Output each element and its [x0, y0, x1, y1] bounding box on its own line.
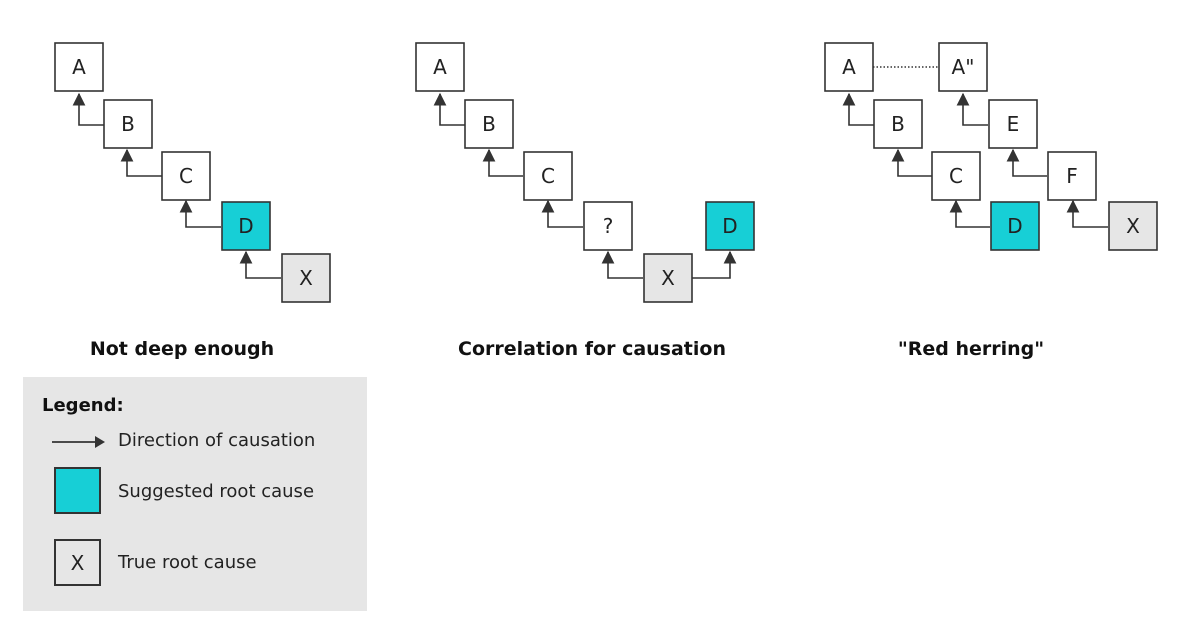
node-a: A: [415, 42, 465, 92]
node-box: [523, 151, 573, 201]
node-label: C: [949, 164, 963, 188]
node-box: [873, 99, 923, 149]
node-box: [705, 201, 755, 251]
legend-title: Legend:: [42, 395, 124, 416]
diagram-red-herring: A B C D A" E F X: [824, 42, 1158, 251]
node-d-suggested-root-cause: D: [990, 201, 1040, 251]
node-label: A": [952, 55, 975, 79]
node-b: B: [103, 99, 153, 149]
node-box: [988, 99, 1038, 149]
node-x-true-root-cause: X: [281, 253, 331, 303]
node-label: B: [121, 112, 135, 136]
node-box: [281, 253, 331, 303]
node-box: [161, 151, 211, 201]
arrow-b-to-a: [72, 92, 105, 126]
node-label: F: [1066, 164, 1078, 188]
arrow-x-to-d: [692, 250, 737, 279]
arrow-q-to-c: [541, 199, 583, 228]
arrow-x-to-d: [239, 250, 281, 279]
legend-swatch-true-root-cause: X: [54, 539, 101, 586]
node-x-true-root-cause: X: [643, 253, 693, 303]
node-c: C: [161, 151, 211, 201]
node-label: X: [661, 266, 675, 290]
node-box: [990, 201, 1040, 251]
node-label: B: [891, 112, 905, 136]
node-box: [1108, 201, 1158, 251]
node-a-double-prime: A": [938, 42, 988, 92]
legend-swatch-suggested-root-cause: [54, 467, 101, 514]
arrow-e-to-a-double-prime: [956, 92, 988, 126]
node-box: [54, 42, 104, 92]
arrow-c-to-b: [482, 148, 523, 177]
node-f: F: [1047, 151, 1097, 201]
arrow-d-to-c: [179, 199, 221, 228]
node-label: X: [1126, 214, 1140, 238]
legend-swatch-symbol: X: [70, 550, 85, 575]
arrow-c-to-b: [120, 148, 162, 177]
node-label: A: [842, 55, 856, 79]
node-c: C: [931, 151, 981, 201]
node-label: D: [238, 214, 253, 238]
arrow-b-to-a: [433, 92, 465, 126]
node-box: [643, 253, 693, 303]
node-d-suggested-root-cause: D: [221, 201, 271, 251]
node-d-suggested-root-cause: D: [705, 201, 755, 251]
node-b: B: [873, 99, 923, 149]
diagram-title-not-deep-enough: Not deep enough: [89, 338, 275, 360]
diagram-title-red-herring: "Red herring": [897, 338, 1045, 360]
node-label: A: [72, 55, 86, 79]
arrow-x-to-q: [601, 250, 643, 279]
node-box: [931, 151, 981, 201]
node-a: A: [54, 42, 104, 92]
node-label: D: [1007, 214, 1022, 238]
node-b: B: [464, 99, 514, 149]
legend-label-true: True root cause: [118, 552, 257, 573]
node-label: X: [299, 266, 313, 290]
node-box: [1047, 151, 1097, 201]
arrow-right-icon: [52, 436, 105, 448]
arrow-f-to-e: [1006, 148, 1047, 177]
legend-label-direction: Direction of causation: [118, 430, 316, 451]
node-x-true-root-cause: X: [1108, 201, 1158, 251]
node-box: [938, 42, 988, 92]
arrow-b-to-a: [842, 92, 874, 126]
node-label: ?: [603, 214, 614, 238]
node-unknown: ?: [583, 201, 633, 251]
node-box: [464, 99, 514, 149]
diagram-title-correlation-for-causation: Correlation for causation: [458, 338, 726, 360]
node-box: [103, 99, 153, 149]
arrow-d-to-c: [949, 199, 990, 228]
node-label: C: [541, 164, 555, 188]
diagram-not-deep-enough: A B C D X: [54, 42, 331, 303]
node-c: C: [523, 151, 573, 201]
arrow-x-to-f: [1066, 199, 1108, 228]
node-label: A: [433, 55, 447, 79]
diagram-correlation-for-causation: A B C ? X D: [415, 42, 755, 303]
node-label: C: [179, 164, 193, 188]
node-box: [824, 42, 874, 92]
legend-panel: Legend: Direction of causation Suggested…: [23, 377, 367, 611]
node-label: B: [482, 112, 496, 136]
legend-label-suggested: Suggested root cause: [118, 481, 315, 502]
node-e: E: [988, 99, 1038, 149]
node-label: D: [722, 214, 737, 238]
node-box: [415, 42, 465, 92]
node-label: E: [1007, 112, 1020, 136]
node-a: A: [824, 42, 874, 92]
arrow-c-to-b: [891, 148, 932, 177]
node-box: [221, 201, 271, 251]
node-box: [583, 201, 633, 251]
